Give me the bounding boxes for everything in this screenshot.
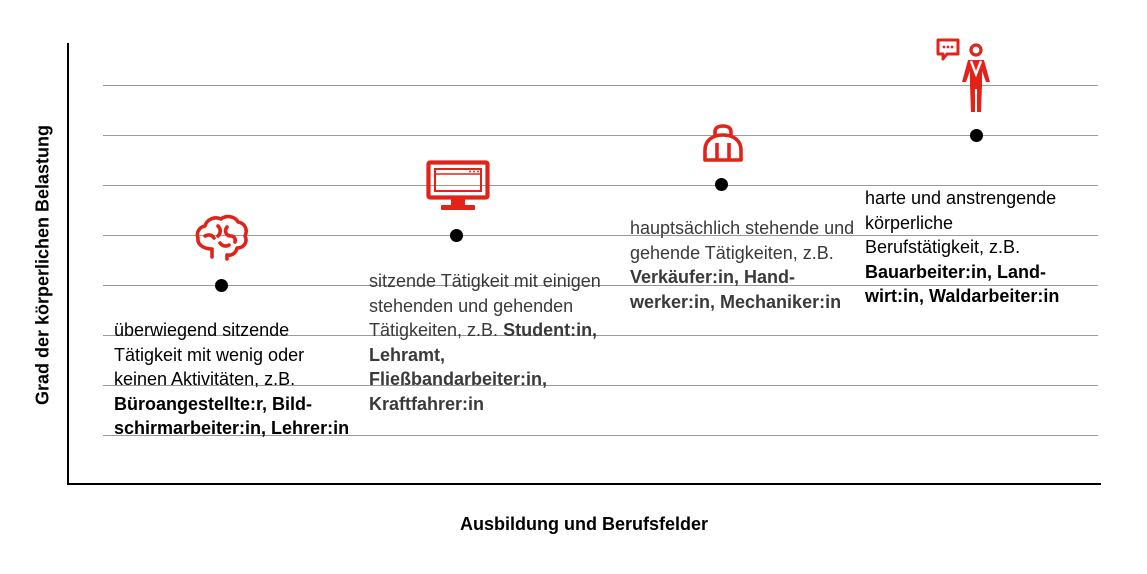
- level-dot: [970, 129, 983, 142]
- level-dot: [715, 178, 728, 191]
- level-2-examples: Student:in, Lehramt, Fließbandarbeiter:i…: [369, 320, 598, 414]
- bag-icon: [703, 124, 743, 162]
- level-1-text: überwiegend sitzende Tätigkeit mit wenig…: [114, 320, 305, 389]
- level-2-text: sitzende Tätigkeit mit einigen stehenden…: [369, 271, 601, 340]
- gridline: [103, 435, 1098, 436]
- monitor-icon: [426, 160, 490, 210]
- level-dot: [215, 279, 228, 292]
- x-axis-title: Ausbildung und Berufsfelder: [459, 514, 708, 534]
- level-3-examples: Verkäufer:in, Hand-werker:in, Mechaniker…: [630, 267, 842, 312]
- level-4-text: harte und anstrengende körperliche Beruf…: [865, 188, 1057, 257]
- level-4-examples: Bauarbeiter:in, Land- wirt:in, Waldarbei…: [865, 261, 1060, 307]
- gridline: [103, 285, 1098, 286]
- gridline: [103, 85, 1098, 86]
- level-dot: [450, 229, 463, 242]
- gridline: [103, 135, 1098, 136]
- y-axis-title: Grad der körperlichen Belastung: [32, 124, 53, 406]
- y-axis: [67, 43, 69, 485]
- level-4-description: harte und anstrengende körperliche Beruf…: [865, 186, 1065, 309]
- x-axis: [67, 483, 1101, 485]
- level-3-description: hauptsächlich stehende und gehende Tätig…: [630, 216, 855, 314]
- brain-icon: [195, 214, 248, 261]
- gridline: [103, 185, 1098, 186]
- gridline: [103, 235, 1098, 236]
- level-2-description: sitzende Tätigkeit mit einigen stehenden…: [369, 269, 624, 416]
- worker-icon: [936, 38, 990, 112]
- level-3-text: hauptsächlich stehende und gehende Tätig…: [630, 218, 855, 263]
- level-1-examples: Büroangestellte:r, Bild-schirmarbeiter:i…: [114, 393, 350, 439]
- gridline: [103, 385, 1098, 386]
- level-1-description: überwiegend sitzende Tätigkeit mit wenig…: [114, 318, 354, 441]
- gridline: [103, 335, 1098, 336]
